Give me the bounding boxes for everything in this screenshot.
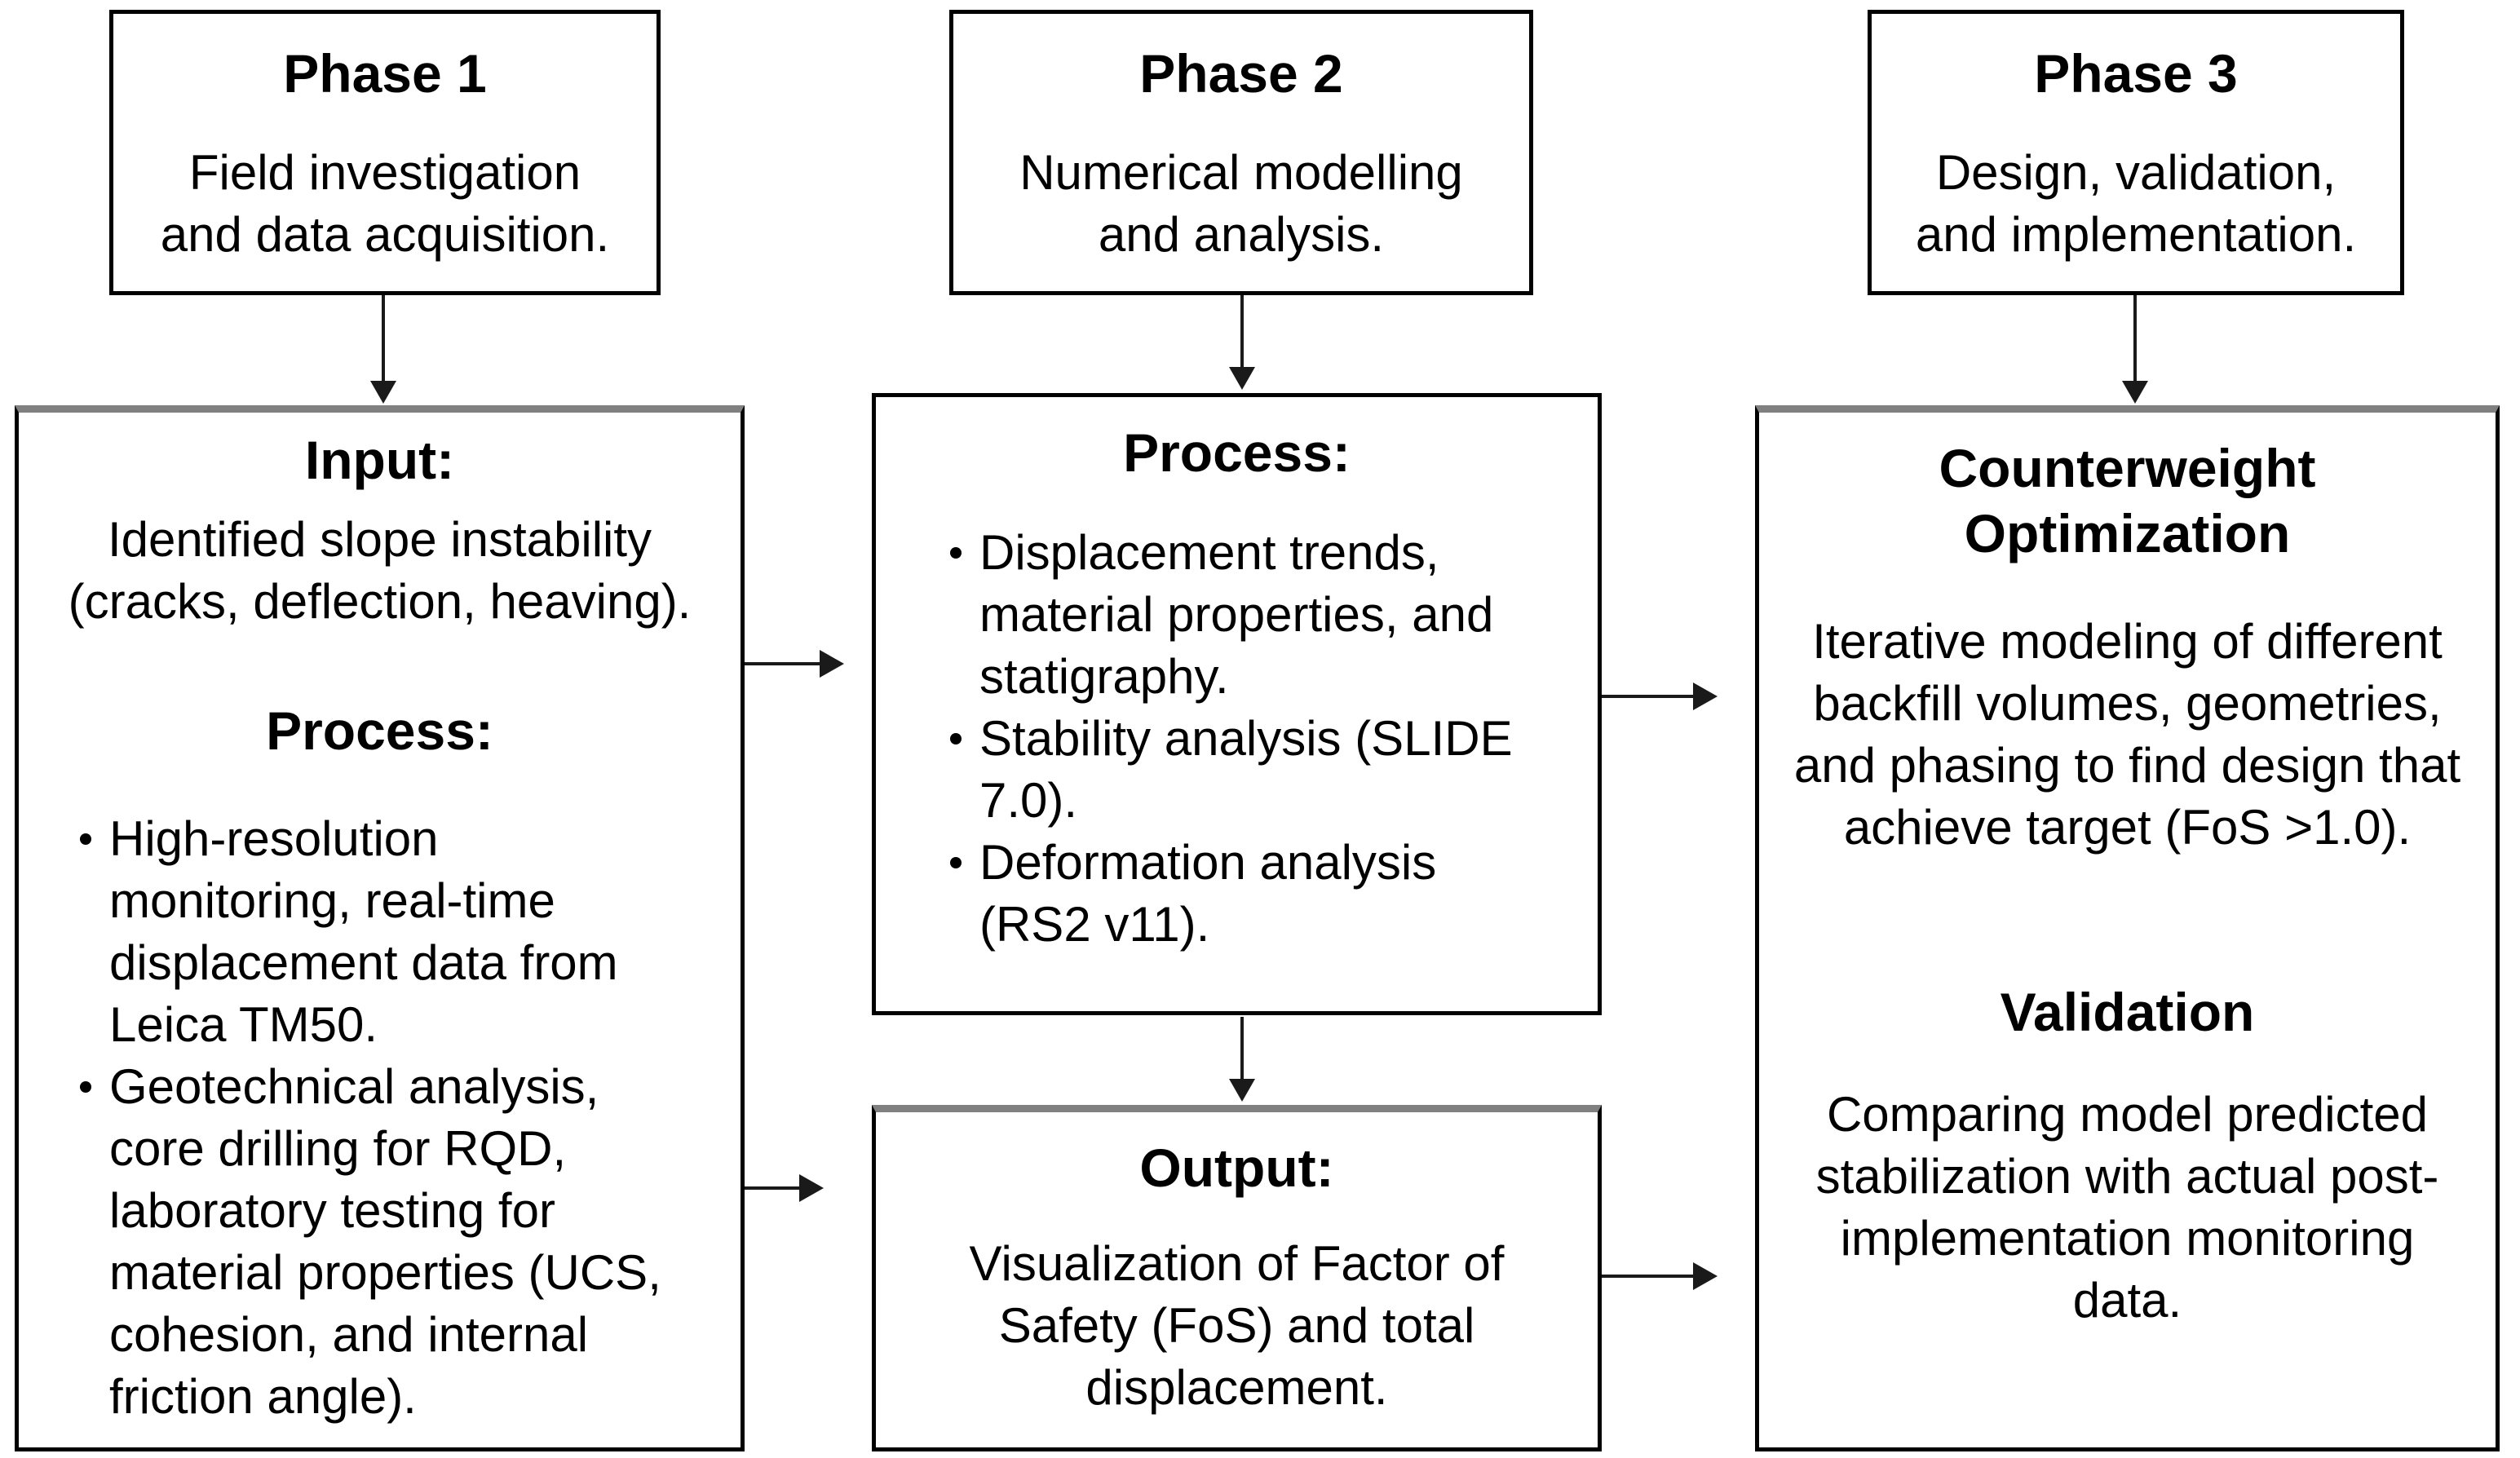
arrow-down-phase1-to-input bbox=[367, 295, 400, 404]
arrow-shaft bbox=[745, 662, 823, 665]
phase1-subtitle: Field investigation and data acquisition… bbox=[160, 145, 610, 262]
process-box: Process: Displacement trends, material p… bbox=[872, 393, 1602, 1015]
validation-text: Comparing model predicted stabilization … bbox=[1815, 1087, 2439, 1328]
bullet-dot-icon bbox=[80, 1081, 91, 1093]
bullet-dot-icon bbox=[950, 733, 962, 744]
list-item: High-resolution monitoring, real-time di… bbox=[80, 808, 732, 1056]
bullet-dot-icon bbox=[80, 833, 91, 845]
bullet-text: Deformation analysis (RS2 v11). bbox=[979, 835, 1437, 952]
process-bullet-list: Displacement trends, material properties… bbox=[876, 522, 1598, 956]
bullet-text: Displacement trends, material properties… bbox=[979, 525, 1494, 704]
bullet-text: High-resolution monitoring, real-time di… bbox=[109, 811, 618, 1052]
output-label: Output: bbox=[1139, 1138, 1334, 1198]
input-process-label: Process: bbox=[266, 700, 493, 761]
output-text: Visualization of Factor of Safety (FoS) … bbox=[969, 1236, 1505, 1415]
arrow-head-down-icon bbox=[370, 381, 396, 404]
phase2-subtitle: Numerical modelling and analysis. bbox=[1019, 145, 1463, 262]
arrow-shaft bbox=[2133, 295, 2137, 382]
list-item: Displacement trends, material properties… bbox=[950, 522, 1589, 708]
list-item: Stability analysis (SLIDE 7.0). bbox=[950, 708, 1589, 832]
arrow-shaft bbox=[745, 1186, 802, 1190]
arrow-head-right-icon bbox=[1693, 1262, 1718, 1290]
arrow-head-down-icon bbox=[1229, 1079, 1255, 1102]
optimization-title: Counterweight Optimization bbox=[1939, 438, 2316, 563]
validation-title: Validation bbox=[2000, 982, 2255, 1042]
process-label: Process: bbox=[1123, 422, 1351, 483]
arrow-right-input-to-output bbox=[745, 1172, 824, 1204]
arrow-head-down-icon bbox=[1229, 367, 1255, 390]
arrow-down-phase2-to-process bbox=[1226, 295, 1258, 390]
input-label: Input: bbox=[304, 430, 455, 490]
list-item: Geotechnical analysis, core drilling for… bbox=[80, 1056, 732, 1428]
bullet-text: Stability analysis (SLIDE 7.0). bbox=[979, 711, 1513, 828]
arrow-down-phase3-to-design bbox=[2119, 295, 2151, 404]
input-process-box: Input: Identified slope instability (cra… bbox=[15, 405, 745, 1451]
arrow-head-right-icon bbox=[1693, 683, 1718, 710]
phase2-header-box: Phase 2 Numerical modelling and analysis… bbox=[949, 10, 1533, 295]
arrow-right-input-to-process bbox=[745, 647, 844, 680]
arrow-right-output-to-design bbox=[1602, 1260, 1718, 1292]
arrow-down-process-to-output bbox=[1226, 1017, 1258, 1102]
phase1-title: Phase 1 bbox=[283, 43, 487, 104]
arrow-shaft bbox=[382, 295, 385, 382]
phase2-title: Phase 2 bbox=[1139, 43, 1343, 104]
arrow-head-down-icon bbox=[2122, 381, 2148, 404]
list-item: Deformation analysis (RS2 v11). bbox=[950, 832, 1589, 956]
arrow-shaft bbox=[1240, 1017, 1244, 1080]
arrow-shaft bbox=[1602, 695, 1696, 698]
input-bullet-list: High-resolution monitoring, real-time di… bbox=[19, 808, 741, 1428]
arrow-shaft bbox=[1602, 1275, 1696, 1278]
optimization-text: Iterative modeling of different backfill… bbox=[1793, 614, 2461, 855]
output-box: Output: Visualization of Factor of Safet… bbox=[872, 1105, 1602, 1451]
arrow-shaft bbox=[1240, 295, 1244, 369]
phase3-title: Phase 3 bbox=[2034, 43, 2238, 104]
bullet-dot-icon bbox=[950, 857, 962, 868]
phase3-header-box: Phase 3 Design, validation, and implemen… bbox=[1868, 10, 2404, 295]
input-text: Identified slope instability (cracks, de… bbox=[68, 512, 692, 629]
phase1-header-box: Phase 1 Field investigation and data acq… bbox=[109, 10, 661, 295]
design-validation-box: Counterweight Optimization Iterative mod… bbox=[1755, 405, 2500, 1451]
arrow-head-right-icon bbox=[820, 650, 844, 678]
bullet-dot-icon bbox=[950, 547, 962, 559]
arrow-head-right-icon bbox=[799, 1174, 824, 1202]
bullet-text: Geotechnical analysis, core drilling for… bbox=[109, 1059, 661, 1424]
arrow-right-process-to-design bbox=[1602, 680, 1718, 713]
phase3-subtitle: Design, validation, and implementation. bbox=[1915, 145, 2357, 262]
